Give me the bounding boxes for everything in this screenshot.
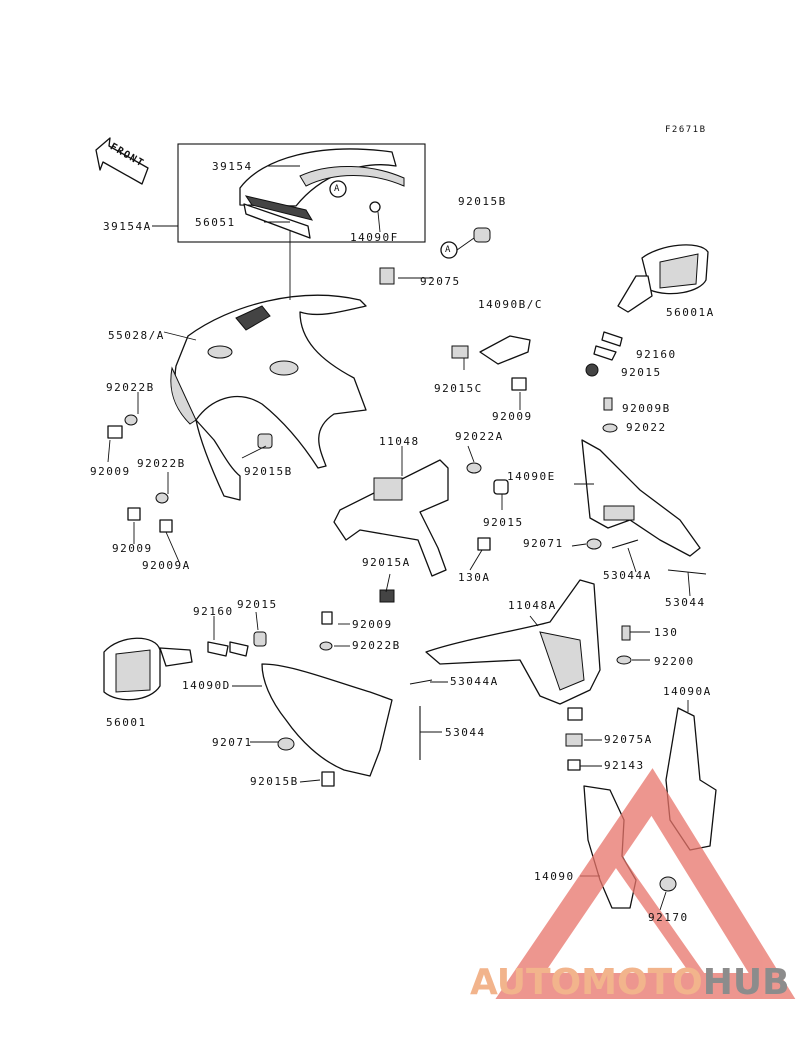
part-label: 92015B bbox=[250, 775, 299, 788]
part-label: 14090E bbox=[507, 470, 556, 483]
part-label: 56001A bbox=[666, 306, 715, 319]
part-label: 92022B bbox=[352, 639, 401, 652]
part-label: 92071 bbox=[212, 736, 253, 749]
part-label: 92015B bbox=[458, 195, 507, 208]
small-parts-right bbox=[585, 331, 623, 433]
part-label: 39154A bbox=[103, 220, 152, 233]
part-label: 53044 bbox=[665, 596, 706, 609]
part-label: 53044A bbox=[603, 569, 652, 582]
leader-lines bbox=[107, 165, 691, 911]
part-label: 92009 bbox=[112, 542, 153, 555]
part-label: 56051 bbox=[195, 216, 236, 229]
part-label: 92015 bbox=[621, 366, 662, 379]
watermark-part1: AUTOMOTO bbox=[470, 962, 703, 1003]
part-label: 92022B bbox=[137, 457, 186, 470]
part-label: 92075 bbox=[420, 275, 461, 288]
windshield-inset-box bbox=[177, 143, 426, 243]
mirror-56001A bbox=[617, 244, 709, 313]
part-label: 92015B bbox=[244, 465, 293, 478]
part-label: 14090B/C bbox=[478, 298, 543, 311]
part-label: 39154 bbox=[212, 160, 253, 173]
part-label: 53044A bbox=[450, 675, 499, 688]
cover-14090D bbox=[261, 611, 393, 787]
part-label: 56001 bbox=[106, 716, 147, 729]
mirror-56001 bbox=[103, 631, 267, 701]
part-label: 55028/A bbox=[108, 329, 165, 342]
part-label: 92022B bbox=[106, 381, 155, 394]
part-label: 92071 bbox=[523, 537, 564, 550]
part-label: 14090D bbox=[182, 679, 231, 692]
part-label: 130A bbox=[458, 571, 491, 584]
part-label: 11048 bbox=[379, 435, 420, 448]
part-label: 92160 bbox=[193, 605, 234, 618]
part-label: 92015 bbox=[237, 598, 278, 611]
grommet-92015B-top bbox=[473, 227, 491, 243]
callout-a-label-top: A bbox=[334, 184, 341, 194]
part-label: 53044 bbox=[445, 726, 486, 739]
part-label: 92015 bbox=[483, 516, 524, 529]
part-label: 14090F bbox=[350, 231, 399, 244]
hardware-left bbox=[107, 414, 273, 533]
part-label: 92009 bbox=[352, 618, 393, 631]
part-label: 92200 bbox=[654, 655, 695, 668]
part-label: 130 bbox=[654, 626, 679, 639]
stay-11048 bbox=[333, 459, 509, 603]
part-label: 92015A bbox=[362, 556, 411, 569]
part-label: 92015C bbox=[434, 382, 483, 395]
part-label: 92009 bbox=[90, 465, 131, 478]
washer-14090F bbox=[369, 201, 381, 213]
upper-cowl-55028 bbox=[170, 267, 395, 501]
part-label: 92009B bbox=[622, 402, 671, 415]
bracket-14090BC bbox=[451, 335, 531, 391]
watermark-text: AUTOMOTOHUB bbox=[470, 962, 790, 1003]
callout-a-label-mid: A bbox=[445, 245, 452, 255]
part-label: 92009 bbox=[492, 410, 533, 423]
part-label: 92022 bbox=[626, 421, 667, 434]
part-label: 92075A bbox=[604, 733, 653, 746]
part-label: 92170 bbox=[648, 911, 689, 924]
part-label: 14090 bbox=[534, 870, 575, 883]
part-label: 11048A bbox=[508, 599, 557, 612]
watermark-part2: HUB bbox=[702, 962, 790, 1003]
part-label: 92009A bbox=[142, 559, 191, 572]
part-label: 92022A bbox=[455, 430, 504, 443]
windshield-part bbox=[239, 148, 405, 239]
front-arrow-icon bbox=[95, 137, 149, 185]
part-label: 14090A bbox=[663, 685, 712, 698]
part-label: 92160 bbox=[636, 348, 677, 361]
callout-a-circle-top bbox=[329, 180, 347, 198]
bracket-14090E bbox=[581, 439, 707, 575]
figure-code: F2671B bbox=[665, 125, 707, 135]
part-label: 92143 bbox=[604, 759, 645, 772]
